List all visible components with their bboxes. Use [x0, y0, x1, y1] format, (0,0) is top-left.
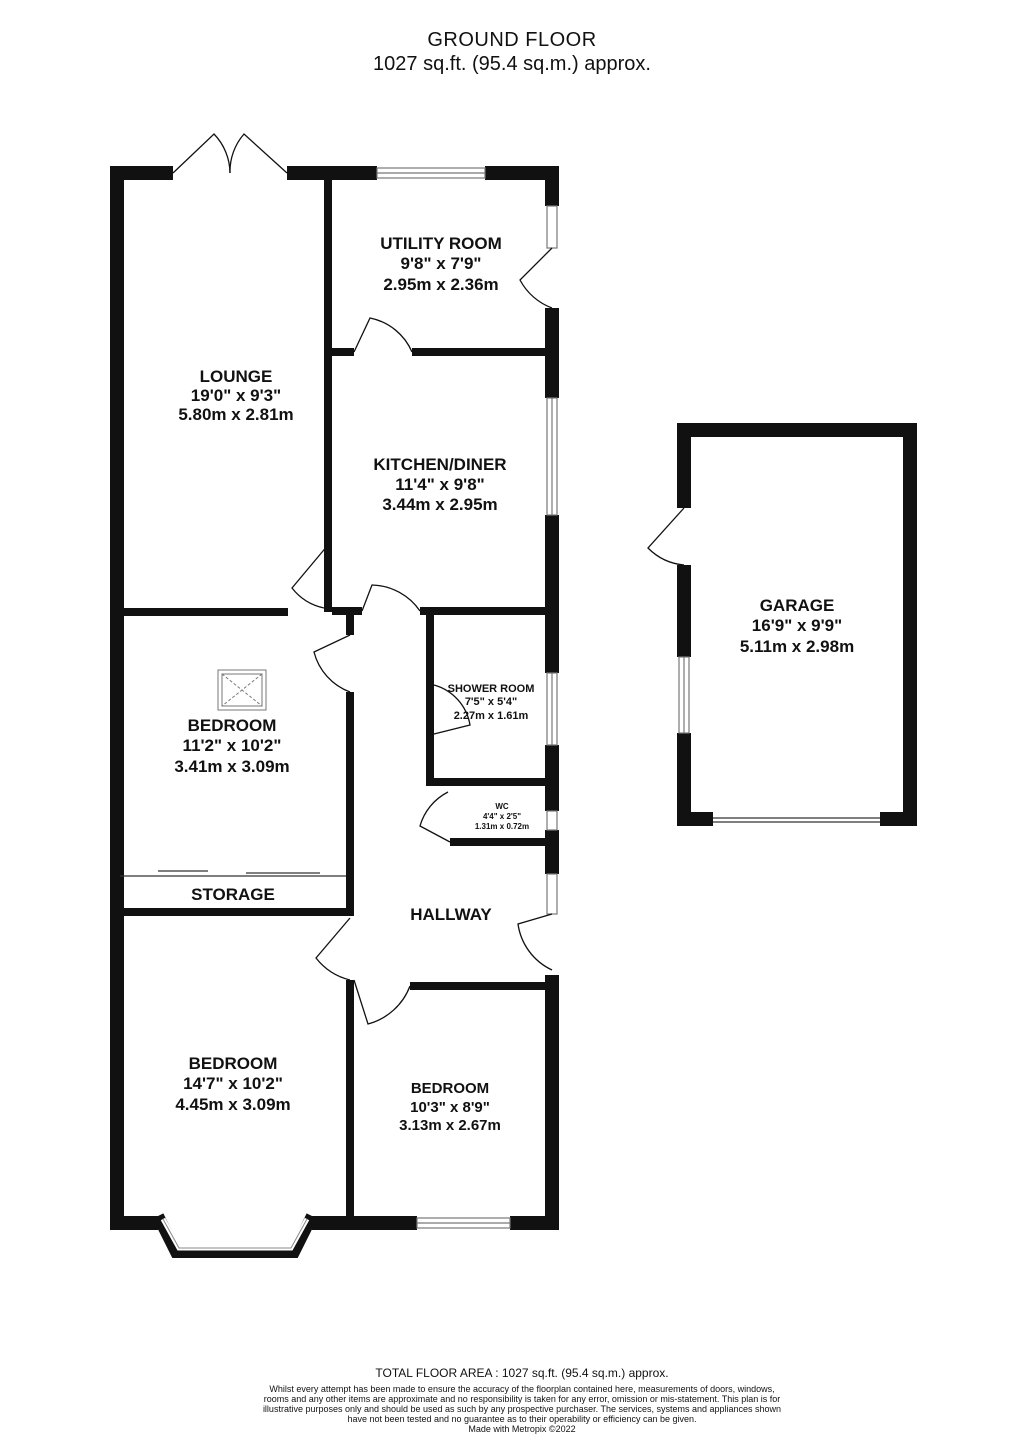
wall-east-kitchen-bottom — [545, 515, 559, 615]
storage-name: STORAGE — [191, 885, 275, 904]
bedroom2-metric: 4.45m x 3.09m — [175, 1095, 290, 1114]
bedroom3-metric: 3.13m x 2.67m — [399, 1117, 501, 1134]
credit-text: Made with Metropix ©2022 — [468, 1424, 576, 1434]
wall-storage-bedroom2 — [118, 908, 354, 916]
wall-utility-kitchen-left — [332, 348, 354, 356]
window-hall-east — [546, 873, 558, 915]
shower-metric: 2.27m x 1.61m — [454, 710, 529, 722]
wall-bedroom-hall — [346, 692, 354, 914]
door-utility-kitchen — [353, 317, 413, 353]
kitchen-metric: 3.44m x 2.95m — [382, 495, 497, 514]
floor-area-subtitle: 1027 sq.ft. (95.4 sq.m.) approx. — [373, 53, 651, 75]
bedroom1-metric: 3.41m x 3.09m — [174, 757, 289, 776]
windows — [376, 167, 880, 1229]
bedroom1-name: BEDROOM — [188, 716, 277, 735]
wall-shower-wc — [426, 778, 548, 786]
garage-wall-south-left — [677, 812, 713, 826]
floor-title: GROUND FLOOR — [427, 29, 597, 51]
lounge-metric: 5.80m x 2.81m — [178, 405, 293, 424]
garage-imperial: 16'9" x 9'9" — [752, 616, 842, 635]
utility-name: UTILITY ROOM — [380, 234, 502, 253]
utility-imperial: 9'8" x 7'9" — [401, 254, 482, 273]
wall-stub — [324, 604, 332, 612]
wall-east-shower-top — [545, 615, 559, 673]
plan-footer: TOTAL FLOOR AREA : 1027 sq.ft. (95.4 sq.… — [262, 1366, 782, 1435]
wall-lounge-kitchen — [324, 172, 332, 612]
door-shower — [429, 684, 471, 736]
loft-hatch — [217, 669, 267, 711]
wall-lounge-bedroom — [118, 608, 288, 616]
wall-north-utility-right — [485, 166, 559, 180]
door-bedroom1 — [313, 634, 351, 693]
wall-kitchen-hall-left — [332, 607, 362, 615]
wall-wc-hall — [450, 838, 548, 846]
garage-wall-west-bottom — [677, 733, 691, 826]
wall-east-wc — [545, 830, 559, 874]
garage-name: GARAGE — [760, 596, 835, 615]
bedroom3-imperial: 10'3" x 8'9" — [410, 1099, 490, 1116]
wall-bedroom2-bedroom3 — [346, 980, 354, 1224]
wall-west — [110, 166, 124, 1230]
plan-header: GROUND FLOOR 1027 sq.ft. (95.4 sq.m.) ap… — [0, 28, 1024, 76]
wc-metric: 1.31m x 0.72m — [475, 822, 529, 831]
garage-wall-east — [903, 423, 917, 826]
wall-east-bedroom3 — [545, 975, 559, 1230]
garage-wall-south-right — [880, 812, 917, 826]
door-utility-external — [519, 247, 553, 309]
garage-wall-north — [677, 423, 917, 437]
door-hallway-external — [517, 913, 553, 971]
bedroom2-imperial: 14'7" x 10'2" — [183, 1074, 283, 1093]
wall-utility-kitchen-right — [412, 348, 548, 356]
wc-name: WC — [495, 802, 509, 811]
garage-wall-west-mid — [677, 565, 691, 657]
bedroom2-name: BEDROOM — [189, 1054, 278, 1073]
door-lounge — [291, 544, 329, 609]
door-garage-side — [647, 507, 685, 566]
wall-north-lounge-left — [110, 166, 173, 180]
wall-east-utility-top — [545, 166, 559, 206]
shower-imperial: 7'5" x 5'4" — [465, 696, 517, 708]
wall-east-utility-bottom — [545, 308, 559, 398]
doors — [172, 133, 685, 1025]
bay-window — [152, 1213, 318, 1258]
door-wc — [419, 791, 451, 843]
walls — [110, 166, 917, 1230]
utility-metric: 2.95m x 2.36m — [383, 275, 498, 294]
wall-east-shower-bottom — [545, 745, 559, 811]
wall-hall-bedroom3 — [410, 982, 550, 990]
window-utility-east — [546, 205, 558, 249]
wall-south-mid — [312, 1216, 417, 1230]
kitchen-imperial: 11'4" x 9'8" — [395, 475, 484, 494]
hallway-name: HALLWAY — [410, 905, 492, 924]
wall-south-left — [110, 1216, 158, 1230]
garage-wall-west-top — [677, 423, 691, 508]
wall-bedroom-hall-top — [346, 615, 354, 635]
room-labels: LOUNGE 19'0" x 9'3" 5.80m x 2.81m UTILIT… — [174, 234, 854, 1134]
wall-kitchen-hall-right — [420, 607, 550, 615]
wc-imperial: 4'4" x 2'5" — [483, 812, 521, 821]
storage-doors — [120, 870, 346, 877]
door-bedroom2 — [315, 917, 351, 981]
wall-shower-west-bottom — [426, 735, 434, 785]
lounge-name: LOUNGE — [200, 367, 273, 386]
wall-shower-west-top — [426, 615, 434, 735]
door-bedroom3 — [353, 979, 411, 1025]
disclaimer-text: Whilst every attempt has been made to en… — [262, 1384, 782, 1424]
door-kitchen — [361, 584, 421, 612]
wall-south-right — [510, 1216, 559, 1230]
bedroom1-imperial: 11'2" x 10'2" — [183, 736, 282, 755]
kitchen-name: KITCHEN/DINER — [373, 455, 506, 474]
shower-name: SHOWER ROOM — [448, 683, 535, 695]
door-lounge-french-right — [229, 133, 288, 174]
garage-metric: 5.11m x 2.98m — [740, 637, 854, 656]
door-lounge-french-left — [172, 133, 231, 174]
bedroom3-name: BEDROOM — [411, 1080, 489, 1097]
window-wc-east — [546, 810, 558, 831]
lounge-imperial: 19'0" x 9'3" — [191, 386, 281, 405]
total-floor-area: TOTAL FLOOR AREA : 1027 sq.ft. (95.4 sq.… — [375, 1366, 669, 1380]
